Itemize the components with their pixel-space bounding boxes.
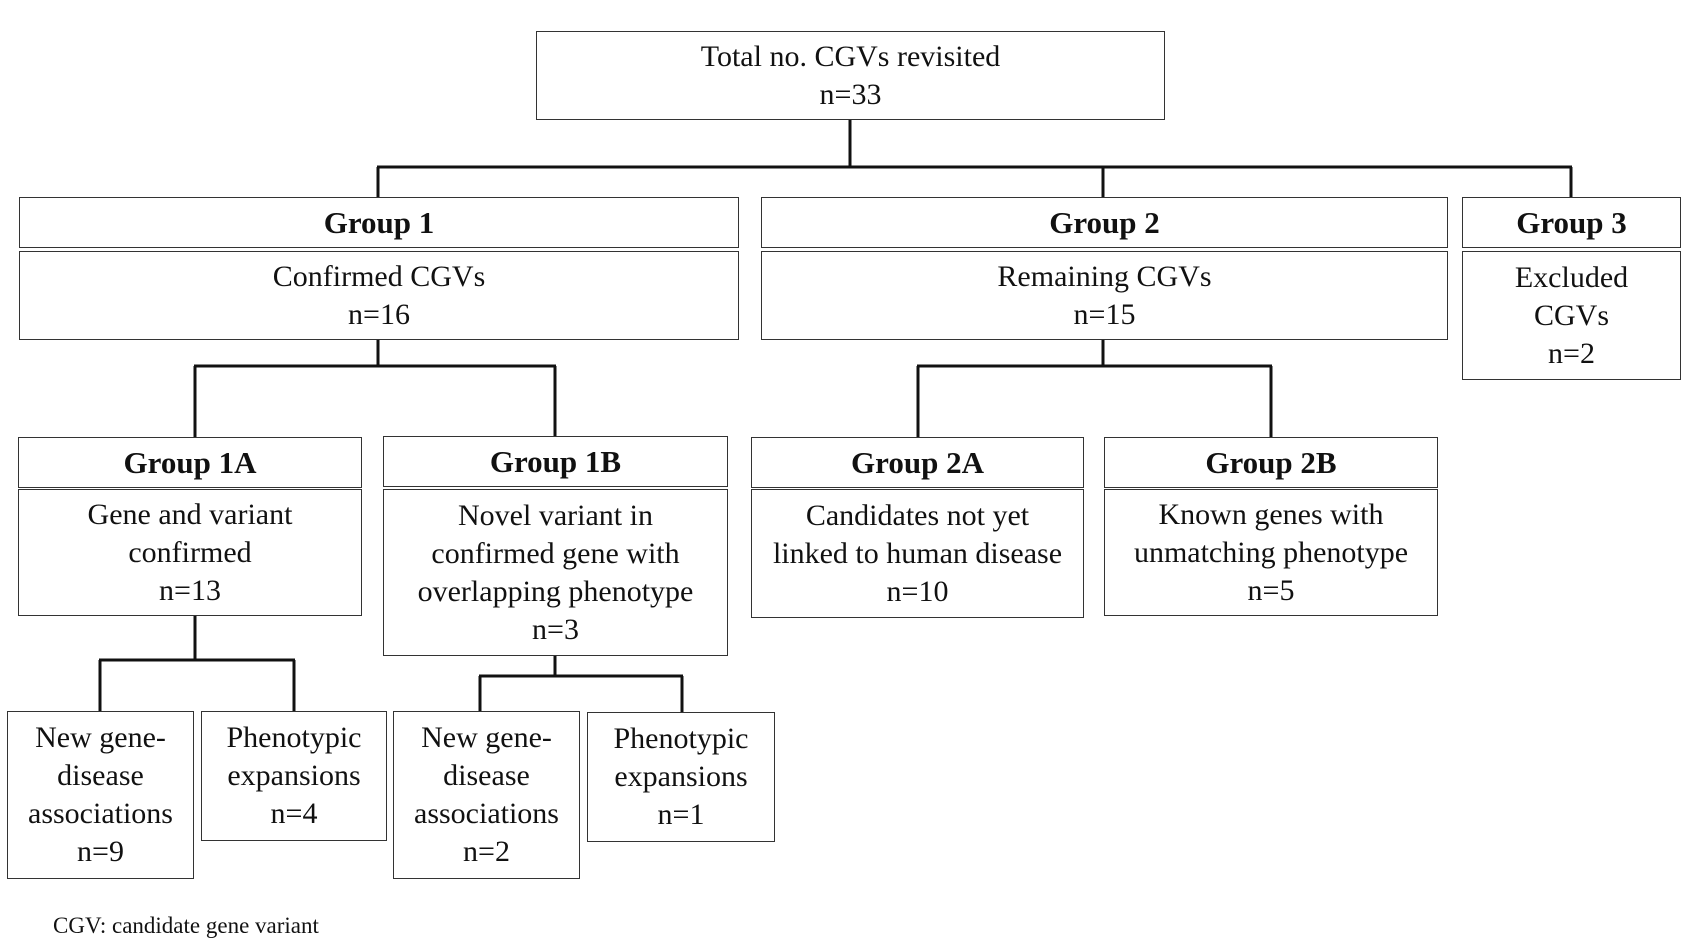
group2b-label-line1: Known genes with: [1158, 497, 1384, 531]
group1b-label-line1: Novel variant in: [458, 498, 653, 532]
group3-box: Excluded CGVs n=2: [1462, 251, 1681, 380]
group1-label: Confirmed CGVs: [272, 259, 486, 293]
group1a-header: Group 1A: [18, 437, 362, 488]
group2-label: Remaining CGVs: [997, 259, 1212, 293]
group3-header: Group 3: [1462, 197, 1681, 248]
group1a-box: Gene and variant confirmed n=13: [18, 489, 362, 616]
group1b-count: n=3: [532, 612, 579, 646]
group1-count: n=16: [348, 297, 410, 331]
group1-box: Confirmed CGVs n=16: [19, 251, 739, 340]
group2-header: Group 2: [761, 197, 1448, 248]
group1b-box: Novel variant in confirmed gene with ove…: [383, 489, 728, 656]
group1-header: Group 1: [19, 197, 739, 248]
g1b-new-count: n=2: [463, 835, 510, 868]
group2a-label-line1: Candidates not yet: [805, 498, 1030, 532]
g1b-new-label-line1: New gene-: [421, 721, 552, 754]
g1b-new-label-line3: associations: [414, 797, 559, 830]
group3-count: n=2: [1548, 336, 1595, 370]
group2b-box: Known genes with unmatching phenotype n=…: [1104, 489, 1438, 616]
group3-label-line1: Excluded: [1514, 260, 1629, 294]
group2a-box: Candidates not yet linked to human disea…: [751, 489, 1084, 618]
group2b-label-line2: unmatching phenotype: [1133, 535, 1409, 569]
group2a-label-line2: linked to human disease: [772, 536, 1063, 570]
root-count: n=33: [819, 77, 882, 111]
root-title: Total no. CGVs revisited: [700, 39, 1001, 73]
group2-box: Remaining CGVs n=15: [761, 251, 1448, 340]
footnote: CGV: candidate gene variant: [53, 913, 319, 938]
g1a-new-label-line3: associations: [28, 797, 173, 830]
g1b-pheno-label-line1: Phenotypic: [613, 722, 749, 755]
group1a-label-line2: confirmed: [128, 535, 252, 569]
g1a-phenotypic-expansions-box: Phenotypic expansions n=4: [201, 711, 387, 841]
g1b-pheno-label-line2: expansions: [614, 760, 748, 793]
group2b-header: Group 2B: [1104, 437, 1438, 488]
group3-label-line2: CGVs: [1533, 298, 1609, 332]
group1b-label-line3: overlapping phenotype: [417, 574, 694, 608]
group2b-count: n=5: [1247, 573, 1295, 607]
group1b-label-line2: confirmed gene with: [431, 536, 680, 570]
g1a-new-count: n=9: [77, 835, 124, 868]
g1a-new-label-line2: disease: [57, 759, 144, 792]
g1a-new-associations-box: New gene- disease associations n=9: [7, 711, 194, 879]
group1a-count: n=13: [159, 573, 221, 607]
group2a-count: n=10: [886, 574, 949, 608]
group2-count: n=15: [1073, 297, 1136, 331]
root-box: Total no. CGVs revisited n=33: [536, 31, 1165, 120]
g1b-phenotypic-expansions-box: Phenotypic expansions n=1: [587, 712, 775, 842]
group2a-header: Group 2A: [751, 437, 1084, 488]
g1b-pheno-count: n=1: [657, 798, 705, 831]
g1b-new-associations-box: New gene- disease associations n=2: [393, 711, 580, 879]
g1a-pheno-label-line2: expansions: [227, 759, 361, 792]
g1a-pheno-count: n=4: [270, 797, 318, 830]
group1a-label-line1: Gene and variant: [87, 497, 293, 531]
g1b-new-label-line2: disease: [443, 759, 530, 792]
g1a-pheno-label-line1: Phenotypic: [226, 721, 362, 754]
group1b-header: Group 1B: [383, 436, 728, 487]
g1a-new-label-line1: New gene-: [35, 721, 166, 754]
